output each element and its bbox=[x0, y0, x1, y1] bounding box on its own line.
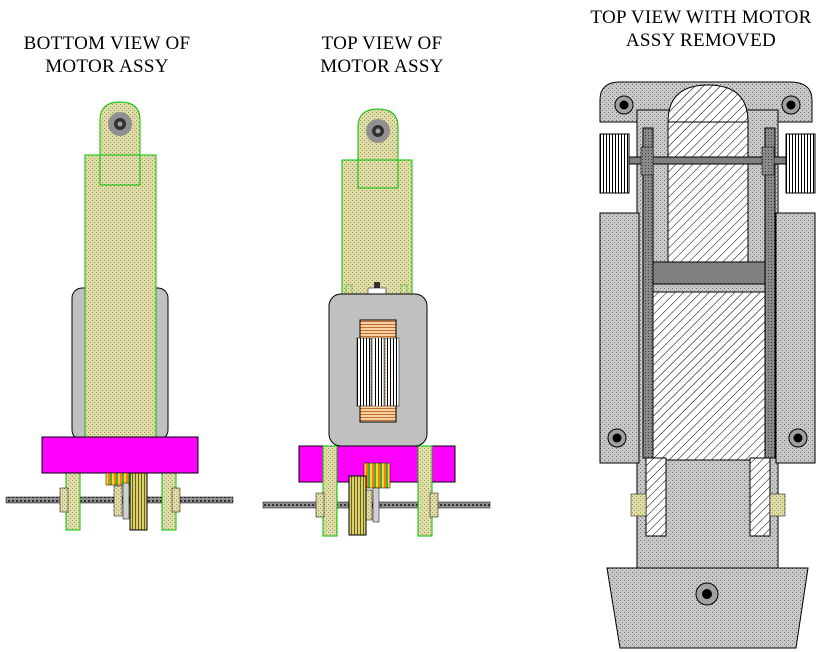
screw-icon bbox=[788, 428, 808, 448]
left-lower-rail bbox=[645, 457, 667, 537]
collar bbox=[630, 493, 647, 517]
spur-gear bbox=[129, 472, 148, 531]
right-leg bbox=[417, 445, 433, 537]
removed-view-label-line2: ASSY REMOVED bbox=[625, 30, 777, 51]
lower-block bbox=[649, 291, 769, 461]
right-wheel bbox=[785, 133, 816, 194]
collar bbox=[429, 492, 439, 518]
collar bbox=[113, 485, 123, 517]
left-rail bbox=[642, 127, 654, 459]
right-wing bbox=[775, 212, 816, 464]
bottom-view-label-line2: MOTOR ASSY bbox=[45, 56, 169, 77]
mounting-arm bbox=[84, 101, 157, 446]
screw-icon bbox=[781, 95, 801, 115]
collar bbox=[171, 487, 181, 513]
screw-icon bbox=[614, 95, 634, 115]
top-view-label: TOP VIEW OF MOTOR ASSY bbox=[268, 32, 496, 78]
left-wheel bbox=[599, 133, 630, 194]
bottom-view-drawing bbox=[5, 101, 234, 531]
pinion-gear bbox=[363, 462, 391, 489]
removed-view-label-line1: TOP VIEW WITH MOTOR bbox=[590, 7, 812, 28]
top-view-label-line1: TOP VIEW OF bbox=[321, 33, 443, 54]
bottom-view-label-line1: BOTTOM VIEW OF bbox=[23, 33, 191, 54]
collar bbox=[315, 492, 325, 518]
right-rail bbox=[764, 127, 776, 459]
left-leg bbox=[322, 445, 338, 537]
bottom-plate bbox=[606, 567, 809, 649]
screw-icon bbox=[607, 428, 627, 448]
mounting-arm bbox=[341, 108, 413, 301]
collar bbox=[59, 487, 69, 513]
cross-bar bbox=[647, 261, 767, 285]
screw-icon bbox=[695, 582, 719, 606]
removed-view-label: TOP VIEW WITH MOTOR ASSY REMOVED bbox=[570, 6, 832, 52]
collar bbox=[769, 493, 786, 517]
center-piston bbox=[667, 84, 749, 263]
right-lower-rail bbox=[749, 457, 771, 537]
top-view-drawing bbox=[262, 108, 491, 537]
removed-view-drawing bbox=[599, 81, 816, 649]
top-view-label-line2: MOTOR ASSY bbox=[320, 56, 444, 77]
left-wing bbox=[599, 212, 640, 464]
magenta-plate bbox=[41, 436, 199, 474]
spur-gear bbox=[348, 475, 367, 536]
bottom-view-label: BOTTOM VIEW OF MOTOR ASSY bbox=[0, 32, 214, 78]
